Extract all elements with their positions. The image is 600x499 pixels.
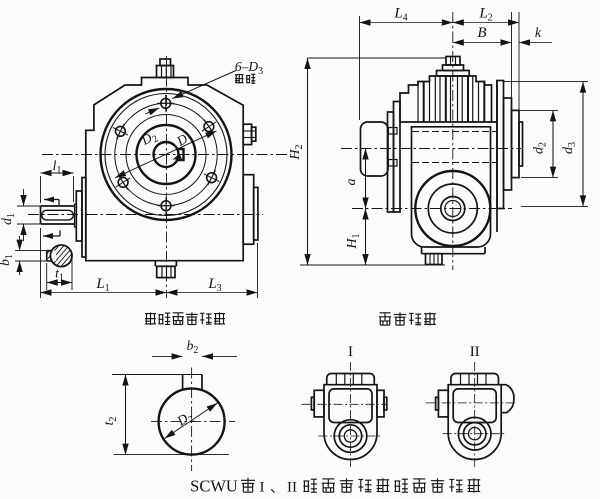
svg-text:B: B — [477, 25, 486, 41]
svg-text:I: I — [348, 344, 353, 360]
svg-text:、: 、 — [270, 481, 284, 496]
svg-text:t1: t1 — [55, 266, 64, 284]
svg-text:k: k — [535, 26, 542, 41]
svg-text:d1: d1 — [0, 213, 17, 225]
svg-text:II: II — [287, 480, 297, 496]
svg-text:l1: l1 — [53, 158, 62, 176]
svg-text:b1: b1 — [0, 254, 15, 266]
svg-text:SCWU: SCWU — [190, 477, 238, 496]
svg-text:a: a — [344, 179, 359, 186]
svg-text:D2: D2 — [138, 127, 161, 150]
svg-text:I: I — [260, 480, 265, 496]
svg-text:6–D3: 6–D3 — [235, 59, 263, 77]
svg-text:II: II — [470, 344, 480, 360]
svg-text:D1: D1 — [173, 128, 196, 151]
svg-text:b2: b2 — [187, 338, 199, 356]
svg-text:t2: t2 — [101, 417, 119, 426]
